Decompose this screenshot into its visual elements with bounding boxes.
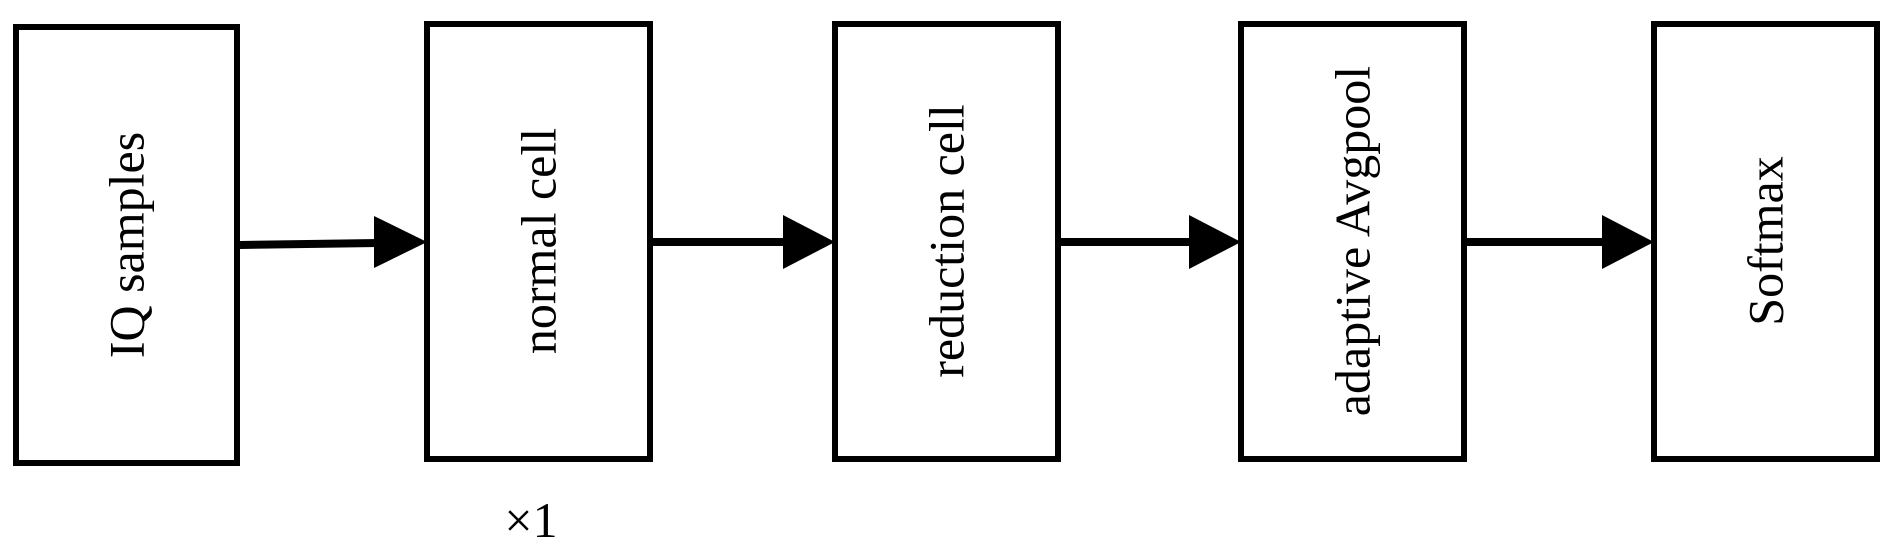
box-iq-samples: IQ samples	[13, 24, 240, 466]
arrow-reduction-to-avgpool	[1061, 215, 1241, 269]
arrow-normal-to-reduction	[653, 215, 835, 269]
box-normal-cell-label: normal cell	[511, 128, 567, 354]
box-normal-cell-frame	[424, 21, 653, 462]
box-softmax: Softmax	[1651, 21, 1880, 462]
repeat-count-label: ×1	[504, 492, 557, 548]
box-adaptive-avgpool: adaptive Avgpool	[1238, 21, 1467, 462]
arrow-iq-to-normal-head	[374, 216, 427, 268]
box-softmax-label: Softmax	[1738, 156, 1794, 325]
arrow-avgpool-to-softmax	[1467, 215, 1654, 269]
arrow-normal-to-reduction-head	[783, 215, 835, 269]
box-iq-samples-label: IQ samples	[99, 132, 155, 358]
box-softmax-frame	[1651, 21, 1880, 462]
arrow-iq-to-normal-shaft	[239, 239, 379, 249]
arrow-reduction-to-avgpool-head	[1189, 215, 1241, 269]
box-reduction-cell: reduction cell	[832, 21, 1061, 462]
box-iq-samples-frame	[13, 24, 240, 466]
arrow-avgpool-to-softmax-head	[1602, 215, 1654, 269]
arrow-iq-to-normal	[239, 216, 427, 268]
box-reduction-cell-label: reduction cell	[919, 104, 975, 378]
box-adaptive-avgpool-label: adaptive Avgpool	[1325, 66, 1381, 416]
box-normal-cell: normal cell	[424, 21, 653, 462]
box-adaptive-avgpool-frame	[1238, 21, 1467, 462]
box-reduction-cell-frame	[832, 21, 1061, 462]
